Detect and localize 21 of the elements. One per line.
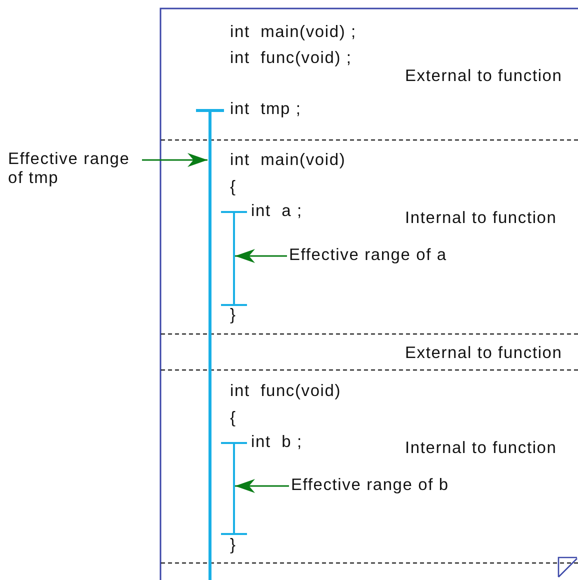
range-label: Effective range of a: [289, 246, 448, 265]
region-label: Internal to function: [405, 439, 557, 458]
range-label: Effective range of b: [291, 476, 450, 495]
code-line: int main(void) ;: [230, 23, 356, 42]
arrow: [142, 153, 208, 167]
code-line: int b ;: [251, 433, 302, 452]
region-label: External to function: [405, 67, 562, 86]
region-label: External to function: [405, 344, 562, 363]
code-line: int func(void): [230, 382, 342, 401]
code-brace: {: [230, 178, 236, 197]
code-line: int main(void): [230, 151, 346, 170]
code-line: int a ;: [251, 202, 302, 221]
region-label: Internal to function: [405, 209, 557, 228]
code-line: int func(void) ;: [230, 49, 352, 68]
code-brace: }: [230, 306, 236, 325]
arrow: [235, 479, 289, 493]
code-brace: }: [230, 536, 236, 555]
code-brace: {: [230, 409, 236, 428]
arrow: [235, 249, 287, 263]
range-label: Effective range of tmp: [8, 150, 131, 188]
code-line: int tmp ;: [230, 100, 302, 119]
